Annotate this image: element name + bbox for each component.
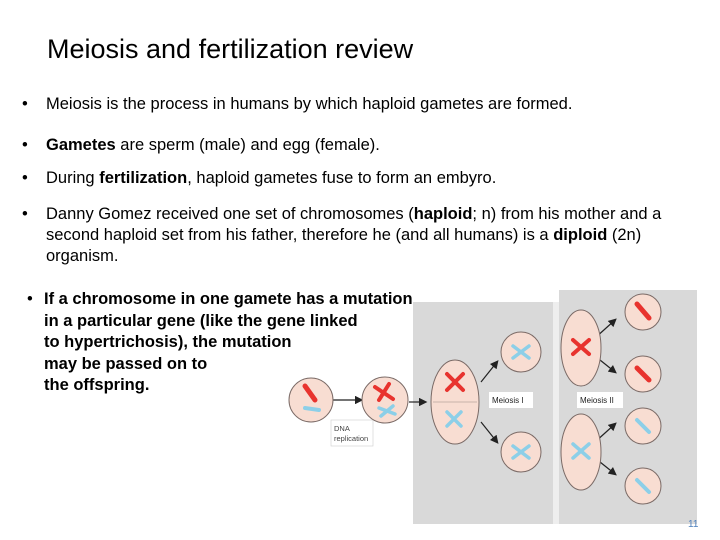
- replicated-cell: [361, 376, 409, 424]
- bullet-text: Gametes are sperm (male) and egg (female…: [46, 135, 682, 156]
- bold-term: Gametes: [46, 136, 116, 154]
- dividing-cell-meiosis-2: [560, 413, 602, 491]
- bullet-text: Danny Gomez received one set of chromoso…: [46, 204, 682, 267]
- dividing-cell-meiosis-1: [430, 359, 480, 445]
- bold-term: fertilization: [99, 169, 188, 187]
- mutation-line: If a chromosome in one gamete has a muta…: [44, 290, 413, 308]
- mutation-line: to hypertrichosis), the mutation: [44, 333, 292, 351]
- mutation-line: in a particular gene (like the gene link…: [44, 311, 358, 330]
- gamete-cell: [624, 355, 662, 393]
- bullet-fertilization: • During fertilization, haploid gametes …: [22, 168, 682, 189]
- bullet-mutation-text: If a chromosome in one gamete has a muta…: [44, 289, 507, 397]
- gamete-cell: [624, 293, 662, 331]
- dividing-cell-meiosis-2: [560, 309, 602, 387]
- mutation-line: the offspring.: [44, 376, 150, 394]
- bullet-text: Meiosis is the process in humans by whic…: [46, 94, 682, 115]
- bullet-symbol: •: [22, 136, 28, 154]
- text-run: (2n) organism.: [46, 226, 642, 265]
- meiosis-2-label-box: [577, 392, 623, 408]
- bullet-meiosis: • Meiosis is the process in humans by wh…: [22, 94, 682, 115]
- text-run: Danny Gomez received one set of chromoso…: [46, 205, 414, 223]
- bullet-symbol: •: [27, 290, 33, 308]
- page-number: 11: [688, 519, 699, 530]
- gamete-cell: [624, 407, 662, 445]
- haploid-cell: [500, 331, 542, 373]
- bullet-symbol: •: [22, 169, 28, 187]
- text-run: During: [46, 169, 100, 187]
- meiosis-1-label: Meiosis I: [492, 396, 524, 405]
- replication-label: replication: [334, 434, 368, 443]
- mutation-line: may be passed on to: [44, 354, 208, 373]
- dna-label: DNA: [334, 424, 350, 433]
- bullet-text: During fertilization, haploid gametes fu…: [46, 168, 682, 189]
- bullet-symbol: •: [22, 95, 28, 113]
- bold-term: haploid: [413, 205, 473, 223]
- diploid-cell: [288, 377, 334, 423]
- gamete-cell: [624, 467, 662, 505]
- meiosis-diagram: DNA replication Meiosis I Meiosis II: [288, 290, 697, 524]
- bullet-mutation: • If a chromosome in one gamete has a mu…: [27, 289, 507, 397]
- slide-title: Meiosis and fertilization review: [47, 34, 414, 64]
- text-run: Meiosis is the process in humans by whic…: [46, 95, 573, 113]
- bullet-symbol: •: [22, 205, 28, 223]
- meiosis-2-label: Meiosis II: [580, 396, 614, 405]
- text-run: are sperm (male) and egg (female).: [115, 136, 380, 154]
- text-run: ; n) from his mother and a second haploi…: [46, 205, 662, 244]
- bullet-gametes: • Gametes are sperm (male) and egg (fema…: [22, 135, 682, 156]
- arrow: [480, 360, 499, 383]
- bullet-danny-gomez: • Danny Gomez received one set of chromo…: [22, 204, 682, 267]
- meiosis-1-label-box: [489, 392, 533, 408]
- dna-replication-box: [330, 419, 374, 447]
- text-run: , haploid gametes fuse to form an embyro…: [187, 169, 497, 187]
- arrow: [480, 421, 499, 444]
- bold-term: diploid: [553, 226, 608, 244]
- haploid-cell: [500, 431, 542, 473]
- panel-divider: [553, 302, 559, 524]
